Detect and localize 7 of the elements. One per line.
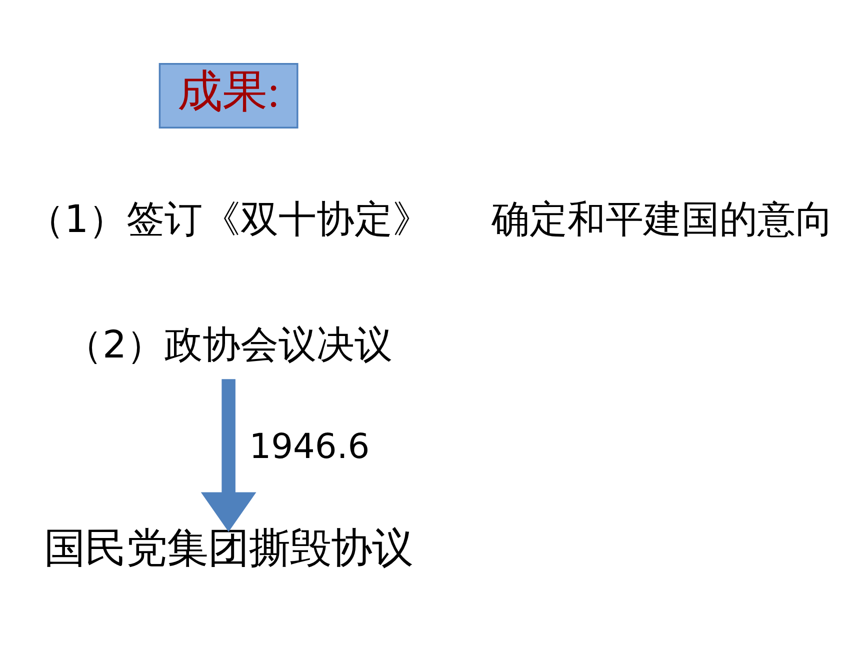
node-box: 成果: xyxy=(158,62,298,128)
node-text: 国民党集团撕毁协议 xyxy=(44,523,414,572)
edge-label: 1946.6 xyxy=(249,426,370,467)
node-text: （2）政协会议决议 xyxy=(64,322,393,366)
arrow xyxy=(200,378,256,532)
node-text: （1）签订《双十协定》 xyxy=(26,196,431,240)
node-text: 确定和平建国的意向 xyxy=(491,196,834,240)
